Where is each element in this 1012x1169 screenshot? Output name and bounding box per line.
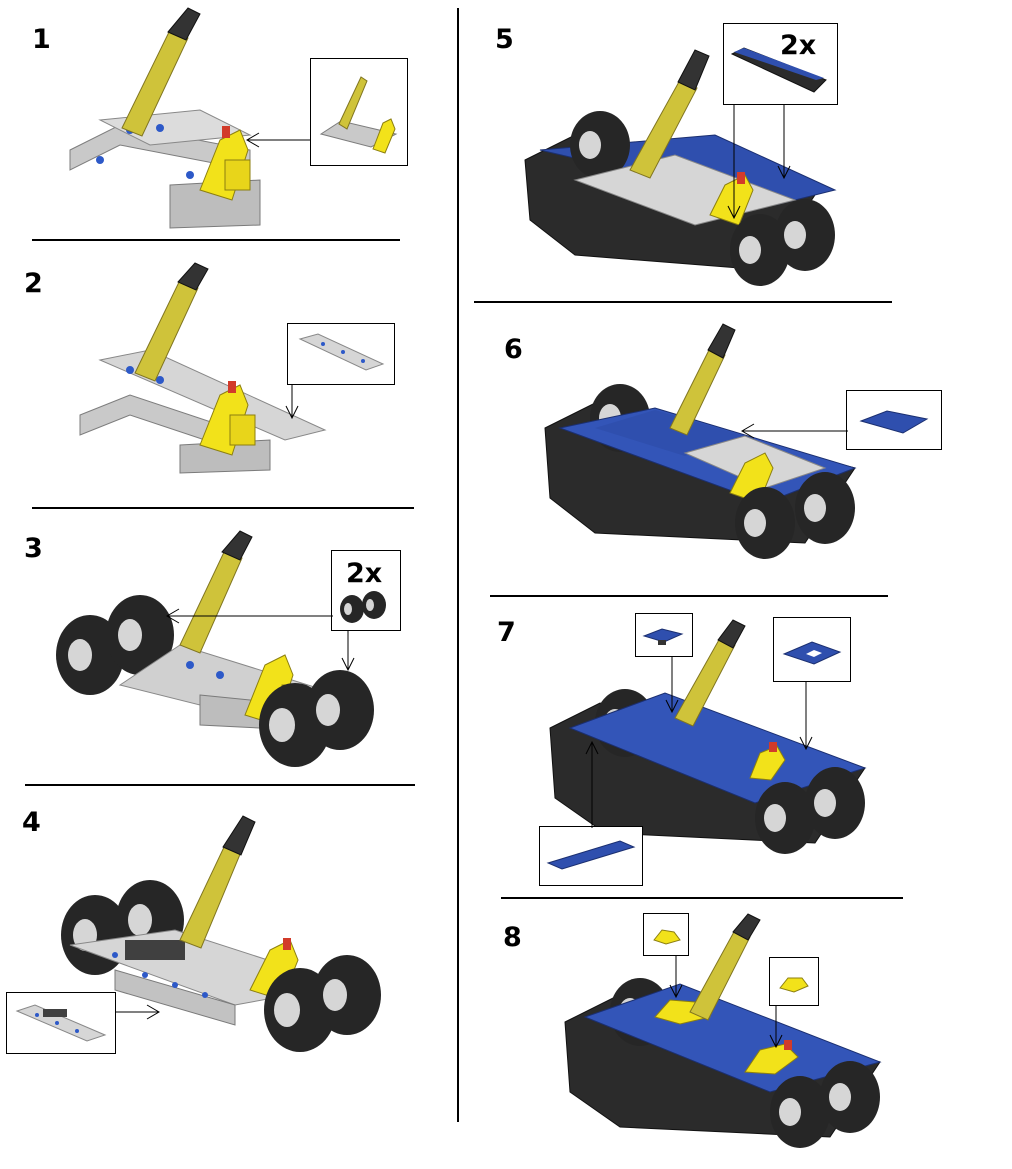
step-1-arrow — [245, 130, 311, 150]
step-7-arrow-bottom — [584, 740, 600, 828]
step-6-callout-part — [847, 391, 941, 449]
step-7-callout-right-part — [774, 618, 850, 681]
step-number-1: 1 — [32, 26, 51, 53]
step-divider-6 — [490, 595, 888, 597]
step-number-7: 7 — [497, 619, 516, 646]
step-7-callout-bottom-part — [540, 827, 642, 885]
step-2-callout-part — [288, 324, 394, 384]
column-divider — [457, 8, 459, 1122]
step-3-arrow-left — [165, 606, 333, 626]
step-divider-7 — [501, 897, 903, 899]
step-6-model — [535, 318, 865, 568]
step-8-arrow-right — [768, 1005, 784, 1049]
step-7-callout-top-part — [636, 614, 692, 656]
step-number-5: 5 — [495, 26, 514, 53]
step-6-callout — [846, 390, 942, 450]
step-8-callout-right — [769, 957, 819, 1006]
step-6-arrow — [740, 421, 848, 441]
step-divider-1 — [32, 239, 400, 241]
step-number-4: 4 — [22, 809, 41, 836]
step-7-callout-bottom — [539, 826, 643, 886]
step-8-arrow-left — [668, 955, 684, 999]
step-2-callout — [287, 323, 395, 385]
step-7-arrow-right — [798, 681, 814, 751]
step-7-callout-right — [773, 617, 851, 682]
step-5-quantity: 2x — [780, 32, 816, 59]
step-4-callout — [6, 992, 116, 1054]
step-8-callout-right-part — [770, 958, 818, 1005]
step-3-quantity: 2x — [346, 560, 382, 587]
step-number-3: 3 — [24, 535, 43, 562]
step-1-callout-part — [311, 59, 407, 165]
step-8-callout-left — [643, 913, 689, 956]
step-8-callout-left-part — [644, 914, 688, 955]
step-5-arrow-left — [726, 104, 742, 220]
step-divider-3 — [25, 784, 415, 786]
step-1-callout — [310, 58, 408, 166]
step-5-arrow-right — [776, 104, 792, 180]
step-4-arrow — [115, 1002, 161, 1022]
step-4-callout-part — [7, 993, 115, 1053]
step-1-model — [60, 0, 320, 235]
step-number-2: 2 — [24, 270, 43, 297]
step-divider-2 — [32, 507, 414, 509]
step-7-arrow-top — [664, 656, 680, 714]
step-number-8: 8 — [503, 924, 522, 951]
step-8-model — [560, 912, 890, 1157]
step-2-arrow — [284, 384, 300, 420]
step-3-arrow-down — [340, 630, 356, 672]
step-number-6: 6 — [504, 336, 523, 363]
step-7-callout-top — [635, 613, 693, 657]
step-divider-5 — [474, 301, 892, 303]
